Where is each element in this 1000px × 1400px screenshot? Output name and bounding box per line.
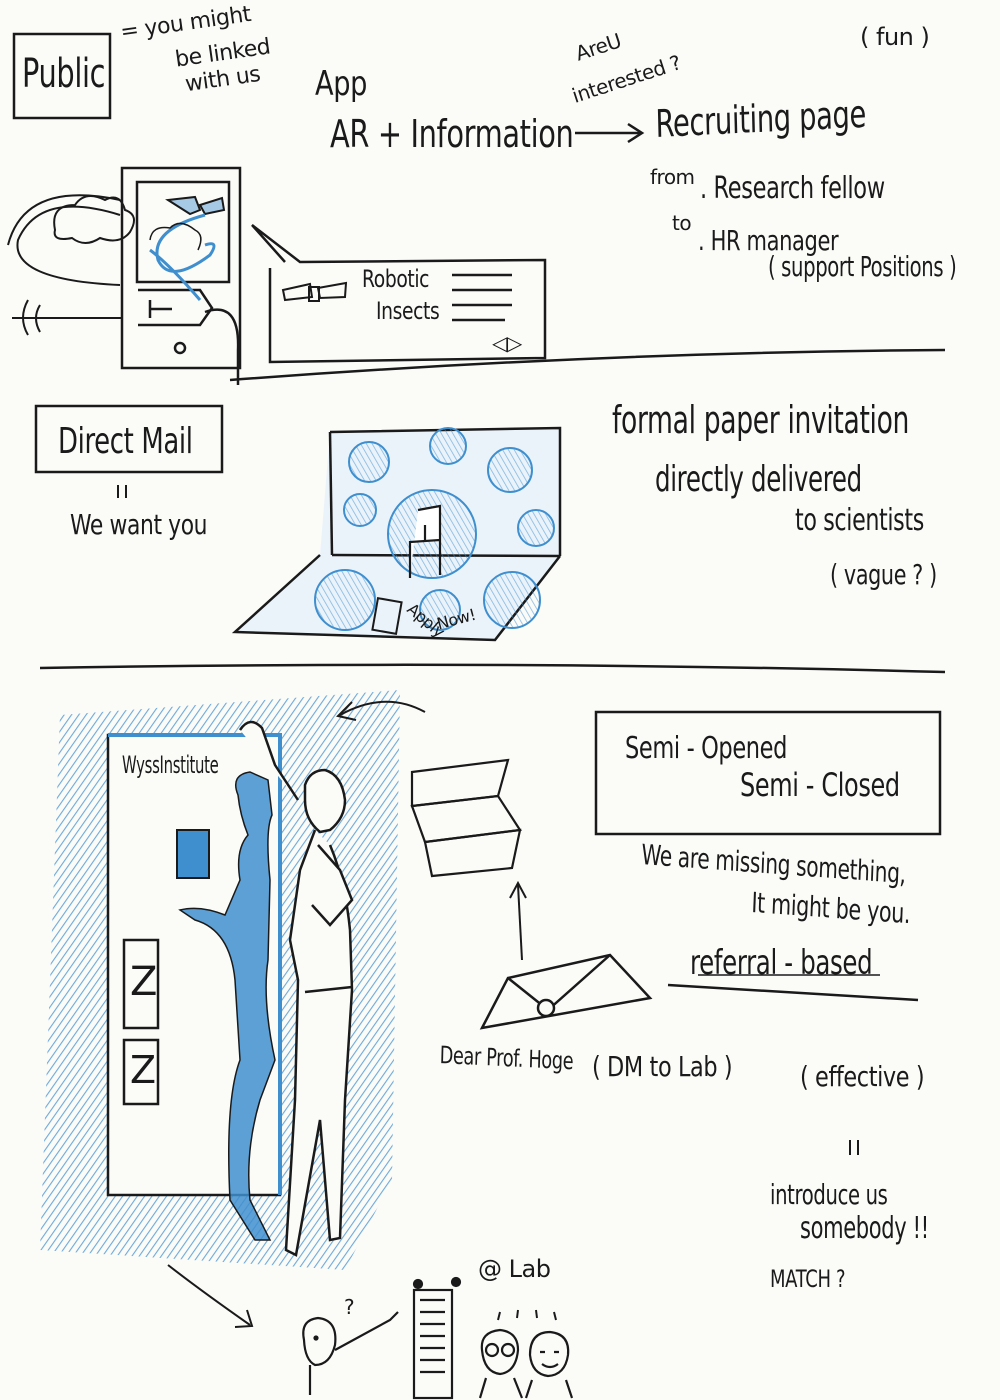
question-mark: ? [344, 1295, 355, 1319]
card-chair-icon [408, 504, 442, 578]
popup-nav-arrows: ◁▷ [492, 331, 522, 355]
lab-door-small [412, 1276, 462, 1400]
arrow-curved-back [339, 700, 426, 716]
arrow-to-recruiting [575, 122, 645, 144]
introduce-line-2: somebody !! [800, 1211, 929, 1246]
match-note: MATCH ? [770, 1265, 846, 1293]
folded-paper [410, 758, 522, 878]
semi-closed: Semi - Closed [740, 766, 900, 804]
door-panel-1 [122, 938, 160, 1030]
door-z-2: Z [130, 1048, 156, 1092]
vague-note: ( vague ? ) [830, 558, 937, 591]
public-label: Public [22, 51, 106, 97]
referral-based: referral - based [690, 943, 873, 983]
phone-ar-flight-path [149, 213, 216, 301]
semi-opened: Semi - Opened [625, 731, 788, 766]
direct-mail-box [34, 404, 224, 474]
directly-delivered: directly delivered [655, 459, 862, 500]
we-want-you: We want you [70, 508, 208, 541]
referral-underline [667, 983, 919, 1002]
door-panel-2 [122, 1038, 160, 1106]
semi-box [594, 710, 942, 836]
popup-title-1: Robotic [362, 265, 430, 293]
to-item: . HR manager [698, 224, 839, 257]
arrow-up-envelope [517, 884, 523, 961]
app-label: App [315, 64, 367, 104]
from-item: . Research fellow [700, 171, 885, 206]
direct-mail-label: Direct Mail [58, 421, 193, 462]
arrow-down-left [167, 1264, 251, 1326]
ar-popup-card [251, 224, 547, 364]
support-positions: ( support Positions ) [768, 250, 957, 283]
divider-1 [229, 348, 946, 382]
phone-ar-drone [165, 195, 226, 216]
divider-2 [39, 663, 946, 674]
from-label: from [650, 165, 695, 189]
man-figure [238, 720, 354, 1257]
public-box [12, 32, 112, 120]
pointing-person [302, 1311, 399, 1395]
at-lab-label: @ Lab [478, 1255, 551, 1283]
surprise-marks [497, 1309, 557, 1321]
wyss-label: WyssInstitute [122, 751, 219, 779]
fun-note: ( fun ) [860, 23, 930, 51]
to-scientists: to scientists [795, 503, 924, 538]
lab-scientist-1 [478, 1328, 524, 1399]
to-label: to [672, 211, 692, 235]
popup-insect-icon [281, 281, 348, 302]
introduce-line-1: introduce us [770, 1178, 888, 1211]
ar-info-label: AR + Information [330, 112, 574, 156]
shadow-silhouette [178, 771, 276, 1241]
popup-title-2: Insects [376, 297, 440, 325]
effective-note: ( effective ) [800, 1060, 925, 1093]
dm-to-lab: ( DM to Lab ) [592, 1050, 733, 1083]
cloud-doodle [7, 194, 135, 336]
envelope-sketch [479, 953, 653, 1030]
apply-button-sketch [371, 597, 403, 635]
door-z-1: Z [130, 959, 157, 1005]
formal-invitation: formal paper invitation [612, 398, 910, 442]
door-window [176, 829, 210, 879]
dear-prof: Dear Prof. Hoge [439, 1041, 574, 1076]
lab-scientist-2 [524, 1330, 574, 1399]
